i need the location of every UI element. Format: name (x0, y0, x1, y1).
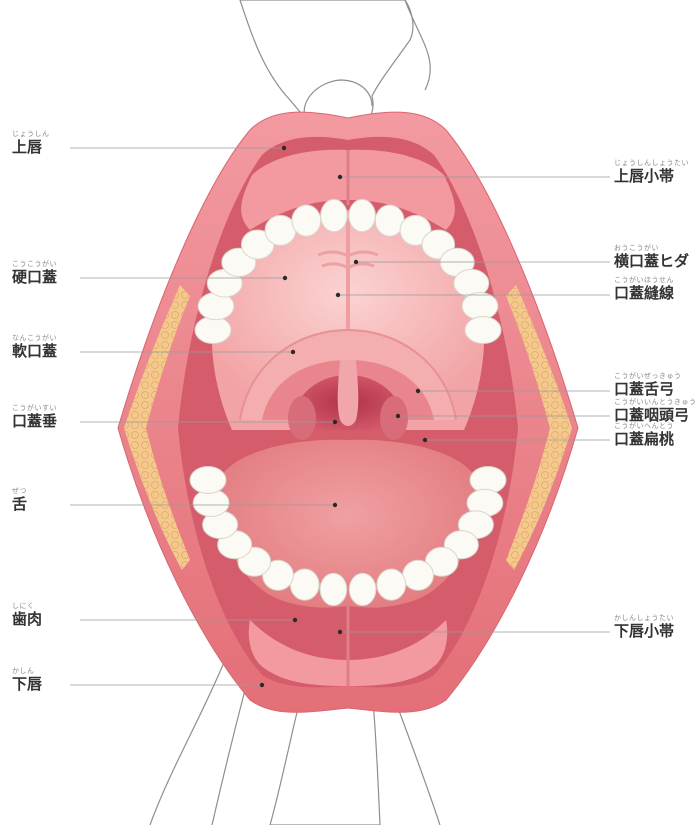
lower-tooth (377, 569, 406, 600)
label-gums: しにく 歯肉 (12, 603, 42, 627)
label-tongue-furigana: ぜつ (12, 488, 27, 495)
lower-tooth (190, 467, 226, 494)
label-lower-lip-frenulum-text: 下唇小帯 (614, 624, 674, 639)
label-lower-lip-furigana: かしん (12, 668, 42, 675)
upper-tooth (265, 215, 296, 245)
lower-tooth (320, 573, 347, 605)
label-palatine-tonsil-text: 口蓋扁桃 (614, 432, 674, 447)
label-upper-lip: じょうしん 上唇 (12, 131, 50, 155)
label-lower-lip: かしん 下唇 (12, 668, 42, 692)
label-uvula: こうがいすい 口蓋垂 (12, 405, 57, 429)
label-soft-palate: なんこうがい 軟口蓋 (12, 335, 57, 359)
label-hard-palate-text: 硬口蓋 (12, 270, 57, 285)
label-palatoglossal-arch: こうがいぜっきゅう 口蓋舌弓 (614, 373, 682, 397)
left-tonsil (288, 396, 316, 440)
lower-tooth (403, 560, 434, 590)
label-palatoglossal-arch-text: 口蓋舌弓 (614, 382, 682, 397)
upper-tooth (462, 293, 498, 320)
mouth (118, 112, 578, 712)
label-lower-lip-text: 下唇 (12, 677, 42, 692)
label-tongue-text: 舌 (12, 497, 27, 512)
lower-tooth (349, 573, 376, 605)
label-palatopharyngeal-arch-furigana: こうがいいんとうきゅう (614, 399, 697, 406)
label-hard-palate: こうこうがい 硬口蓋 (12, 261, 57, 285)
label-soft-palate-text: 軟口蓋 (12, 344, 57, 359)
label-palatine-raphe: こうがいほうせん 口蓋縫線 (614, 277, 674, 301)
label-upper-lip-frenulum: じょうしんしょうたい 上唇小帯 (614, 160, 689, 184)
upper-tooth (292, 205, 321, 236)
label-upper-lip-frenulum-furigana: じょうしんしょうたい (614, 160, 689, 167)
label-palatopharyngeal-arch: こうがいいんとうきゅう 口蓋咽頭弓 (614, 399, 697, 423)
label-palatine-raphe-furigana: こうがいほうせん (614, 277, 674, 284)
label-uvula-text: 口蓋垂 (12, 414, 57, 429)
label-gums-text: 歯肉 (12, 612, 42, 627)
lower-tooth (290, 569, 319, 600)
upper-tooth (349, 199, 376, 231)
label-tongue: ぜつ 舌 (12, 488, 27, 512)
upper-tooth (195, 317, 231, 344)
label-palatine-tonsil: こうがいへんとう 口蓋扁桃 (614, 423, 674, 447)
label-lower-lip-frenulum: かしんしょうたい 下唇小帯 (614, 615, 674, 639)
label-palatal-rugae-furigana: おうこうがい (614, 245, 689, 252)
upper-tooth (465, 317, 501, 344)
label-palatopharyngeal-arch-text: 口蓋咽頭弓 (614, 408, 697, 423)
upper-tooth (321, 199, 348, 231)
label-upper-lip-frenulum-text: 上唇小帯 (614, 169, 689, 184)
label-palatal-rugae: おうこうがい 横口蓋ヒダ (614, 245, 689, 269)
label-palatal-rugae-text: 横口蓋ヒダ (614, 254, 689, 269)
label-gums-furigana: しにく (12, 603, 42, 610)
uvula-shape (338, 360, 359, 426)
label-uvula-furigana: こうがいすい (12, 405, 57, 412)
label-palatine-tonsil-furigana: こうがいへんとう (614, 423, 674, 430)
label-upper-lip-text: 上唇 (12, 140, 50, 155)
label-hard-palate-furigana: こうこうがい (12, 261, 57, 268)
right-tonsil (380, 396, 408, 440)
label-soft-palate-furigana: なんこうがい (12, 335, 57, 342)
label-palatine-raphe-text: 口蓋縫線 (614, 286, 674, 301)
label-upper-lip-furigana: じょうしん (12, 131, 50, 138)
tongue-shape (219, 440, 476, 608)
label-lower-lip-frenulum-furigana: かしんしょうたい (614, 615, 674, 622)
label-palatoglossal-arch-furigana: こうがいぜっきゅう (614, 373, 682, 380)
